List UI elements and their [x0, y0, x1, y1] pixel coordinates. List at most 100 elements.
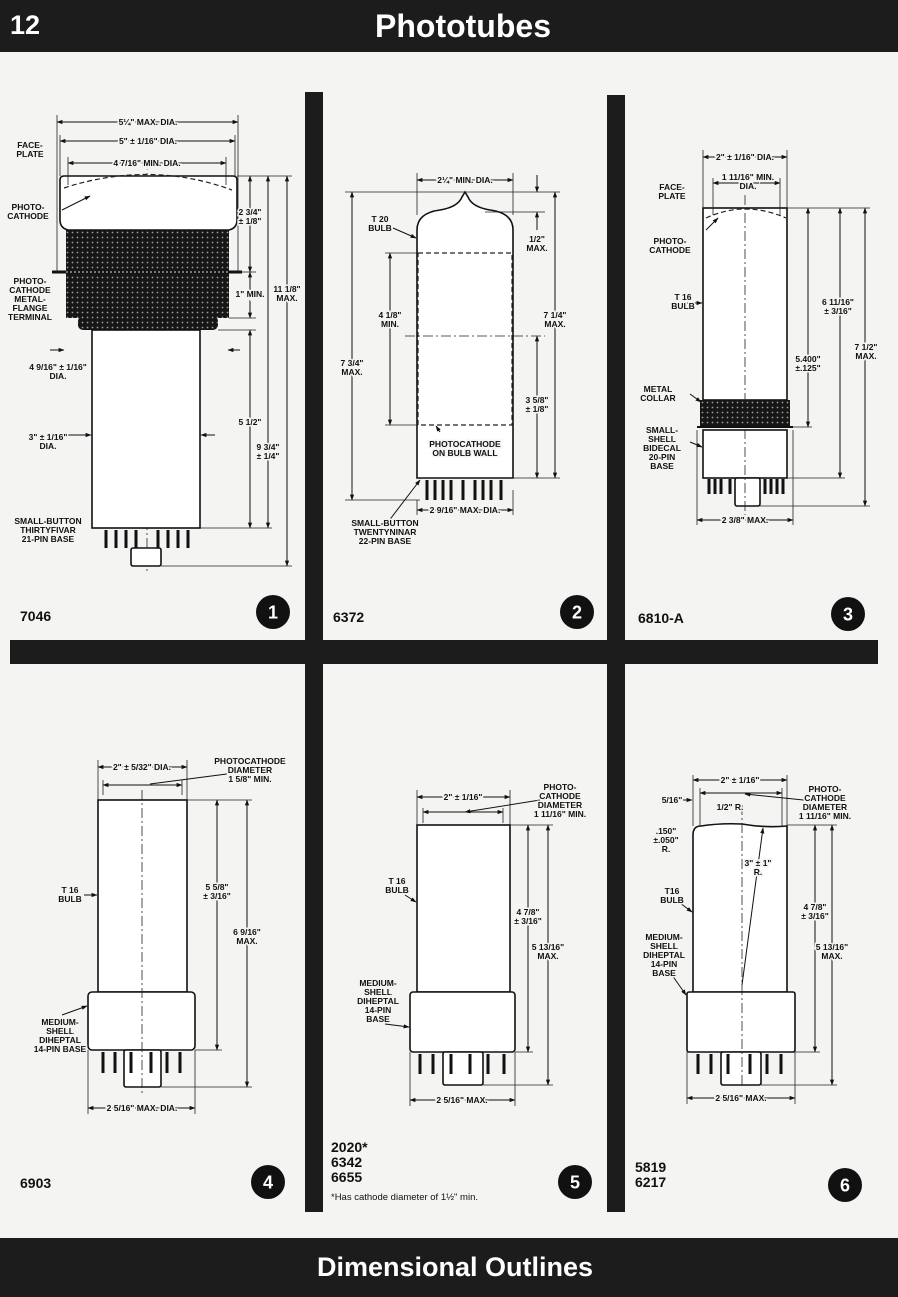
- dimension-label-bulb: BULB: [660, 895, 684, 905]
- dimension-label-base: BIDECAL: [643, 443, 681, 453]
- dimension-label-bulb: T 16: [674, 292, 691, 302]
- dimension-label-base: DIHEPTAL: [643, 950, 685, 960]
- panel-number-badge: [256, 595, 290, 629]
- dimension-label-min-dia: DIA.: [740, 181, 757, 191]
- dimension-label-cathode: CATHODE: [539, 791, 581, 801]
- dimension-label-dia: 2" ± 1/16": [444, 792, 483, 802]
- panel-number-badge: [558, 1165, 592, 1199]
- panel-number: 6: [840, 1176, 850, 1196]
- dimension-label-seated: MAX.: [544, 319, 565, 329]
- panel-number-badge: [251, 1165, 285, 1199]
- dimension-label-face-r: R.: [754, 867, 763, 877]
- dimension-label-min-dia: 4 7/16" MIN. DIA.: [113, 158, 180, 168]
- dimension-label-bulb: T 16: [61, 885, 78, 895]
- page-title: Phototubes: [375, 8, 551, 44]
- dimension-labels: 5¼" MAX. DIA.5" ± 1/16" DIA.4 7/16" MIN.…: [6, 116, 879, 1115]
- dimension-label-h1: 2 3/4": [239, 207, 262, 217]
- footnote: *Has cathode diameter of 1½" min.: [331, 1192, 478, 1203]
- dimension-label-corner: ±.050": [653, 835, 678, 845]
- dimension-label-h3: ± 1/4": [257, 451, 280, 461]
- tube-drawing-3: [687, 150, 870, 525]
- tube-drawing-2: [345, 173, 560, 523]
- dimension-label-bulb: BULB: [58, 894, 82, 904]
- dimension-label-cathode: PHOTOCATHODE: [429, 439, 501, 449]
- footer-bar: Dimensional Outlines: [0, 1238, 898, 1297]
- dimension-label-base-dia: 2 9/16" MAX. DIA.: [430, 505, 501, 515]
- tube-model-number: 6655: [331, 1169, 362, 1185]
- panel-number-badge: [831, 597, 865, 631]
- dimension-label-cathode: PHOTO-: [544, 782, 577, 792]
- tube-model-number: 6342: [331, 1154, 362, 1170]
- dimension-label-bulb: BULB: [368, 223, 392, 233]
- dimension-label-base: SHELL: [650, 941, 678, 951]
- dimension-label-h1: 5.400": [795, 354, 820, 364]
- dimension-label-cath-h: MIN.: [381, 319, 399, 329]
- header-bar: 12 Phototubes: [0, 0, 898, 52]
- dimension-label-h1: 5 5/8": [206, 882, 229, 892]
- dimension-label-photocathode: PHOTO-: [654, 236, 687, 246]
- dimension-label-face-r: 3" ± 1": [745, 858, 772, 868]
- tube-drawing-4: [61, 760, 252, 1114]
- dimension-label-flange-dia: DIA.: [50, 371, 67, 381]
- dimension-label-base-dia: 2 3/8" MAX.: [722, 515, 769, 525]
- tube-drawing-6: [671, 775, 837, 1104]
- dimension-label-h3: 9 3/4": [257, 442, 280, 452]
- panel-number-badge: [828, 1168, 862, 1202]
- dimension-label-dia: 2" ± 1/16": [721, 775, 760, 785]
- dimension-label-cathode: ON BULB WALL: [432, 448, 497, 458]
- dimension-label-flange: FLANGE: [13, 303, 48, 313]
- dimension-label-faceplate: FACE-: [659, 182, 685, 192]
- dimension-label-photocathode: PHOTO-: [12, 202, 45, 212]
- dimension-label-cathode: CATHODE: [804, 793, 846, 803]
- dimension-label-flange: METAL-: [14, 294, 46, 304]
- dimension-label-corner: .150": [656, 826, 677, 836]
- dimension-label-h2: 1" MIN.: [235, 289, 264, 299]
- dimension-label-photocathode: CATHODE: [649, 245, 691, 255]
- dimension-label-edge: 5/16": [662, 795, 683, 805]
- dimension-label-base: SMALL-: [646, 425, 678, 435]
- dimension-label-body-dia: DIA.: [40, 441, 57, 451]
- dimension-label-faceplate: PLATE: [16, 149, 44, 159]
- dimension-label-h1: ± 3/16": [514, 916, 542, 926]
- dimension-label-min-dia: 1 11/16" MIN.: [722, 172, 774, 182]
- dimension-label-h2: 6 11/16": [822, 297, 854, 307]
- panel-grid: [10, 92, 878, 1212]
- dimension-label-base: MEDIUM-: [359, 978, 396, 988]
- dimension-label-cathode: PHOTO-: [809, 784, 842, 794]
- dimension-label-flange: TERMINAL: [8, 312, 52, 322]
- footer-title: Dimensional Outlines: [316, 1252, 594, 1282]
- dimension-label-base: 22-PIN BASE: [359, 536, 412, 546]
- tube-model-number: 7046: [20, 608, 51, 624]
- dimension-label-tip: 1/2": [529, 234, 545, 244]
- tube-model-number: 2020*: [331, 1139, 368, 1155]
- panel-number: 4: [263, 1173, 273, 1193]
- dimension-label-base: SHELL: [46, 1026, 74, 1036]
- dimension-label-h1: 4 7/8": [517, 907, 540, 917]
- dimension-label-base: BASE: [652, 968, 676, 978]
- dimension-label-center: 3 5/8": [526, 395, 549, 405]
- dimension-label-base: TWENTYNINAR: [354, 527, 417, 537]
- dimension-label-base: DIHEPTAL: [39, 1035, 81, 1045]
- dimension-label-base: SHELL: [364, 987, 392, 997]
- tube-model-number: 6810-A: [638, 610, 684, 626]
- dimension-label-h2: ± 3/16": [824, 306, 852, 316]
- dimension-label-body-dia: 3" ± 1/16": [29, 432, 68, 442]
- dimension-label-max-dia: 5¼" MAX. DIA.: [119, 117, 178, 127]
- dimension-label-base: SMALL-BUTTON: [351, 518, 418, 528]
- dimension-label-bulb: BULB: [671, 301, 695, 311]
- dimension-label-base: 21-PIN BASE: [22, 534, 75, 544]
- dimension-label-h3: 7 1/2": [855, 342, 878, 352]
- dimension-label-faceplate: PLATE: [658, 191, 686, 201]
- tube-model-number: 6903: [20, 1175, 51, 1191]
- dimension-label-cathode: 1 11/16" MIN.: [534, 809, 586, 819]
- dimension-label-h2: 5 13/16": [816, 942, 848, 952]
- dimension-label-cathode: PHOTOCATHODE: [214, 756, 286, 766]
- horizontal-divider: [10, 640, 878, 664]
- dimension-label-h2: MAX.: [236, 936, 257, 946]
- dimension-label-overall: 7 3/4": [341, 358, 364, 368]
- dimension-label-h5: MAX.: [276, 293, 297, 303]
- panel-number: 1: [268, 603, 278, 623]
- dimension-label-seated: 7 1/4": [544, 310, 567, 320]
- dimension-label-base: 14-PIN: [651, 959, 677, 969]
